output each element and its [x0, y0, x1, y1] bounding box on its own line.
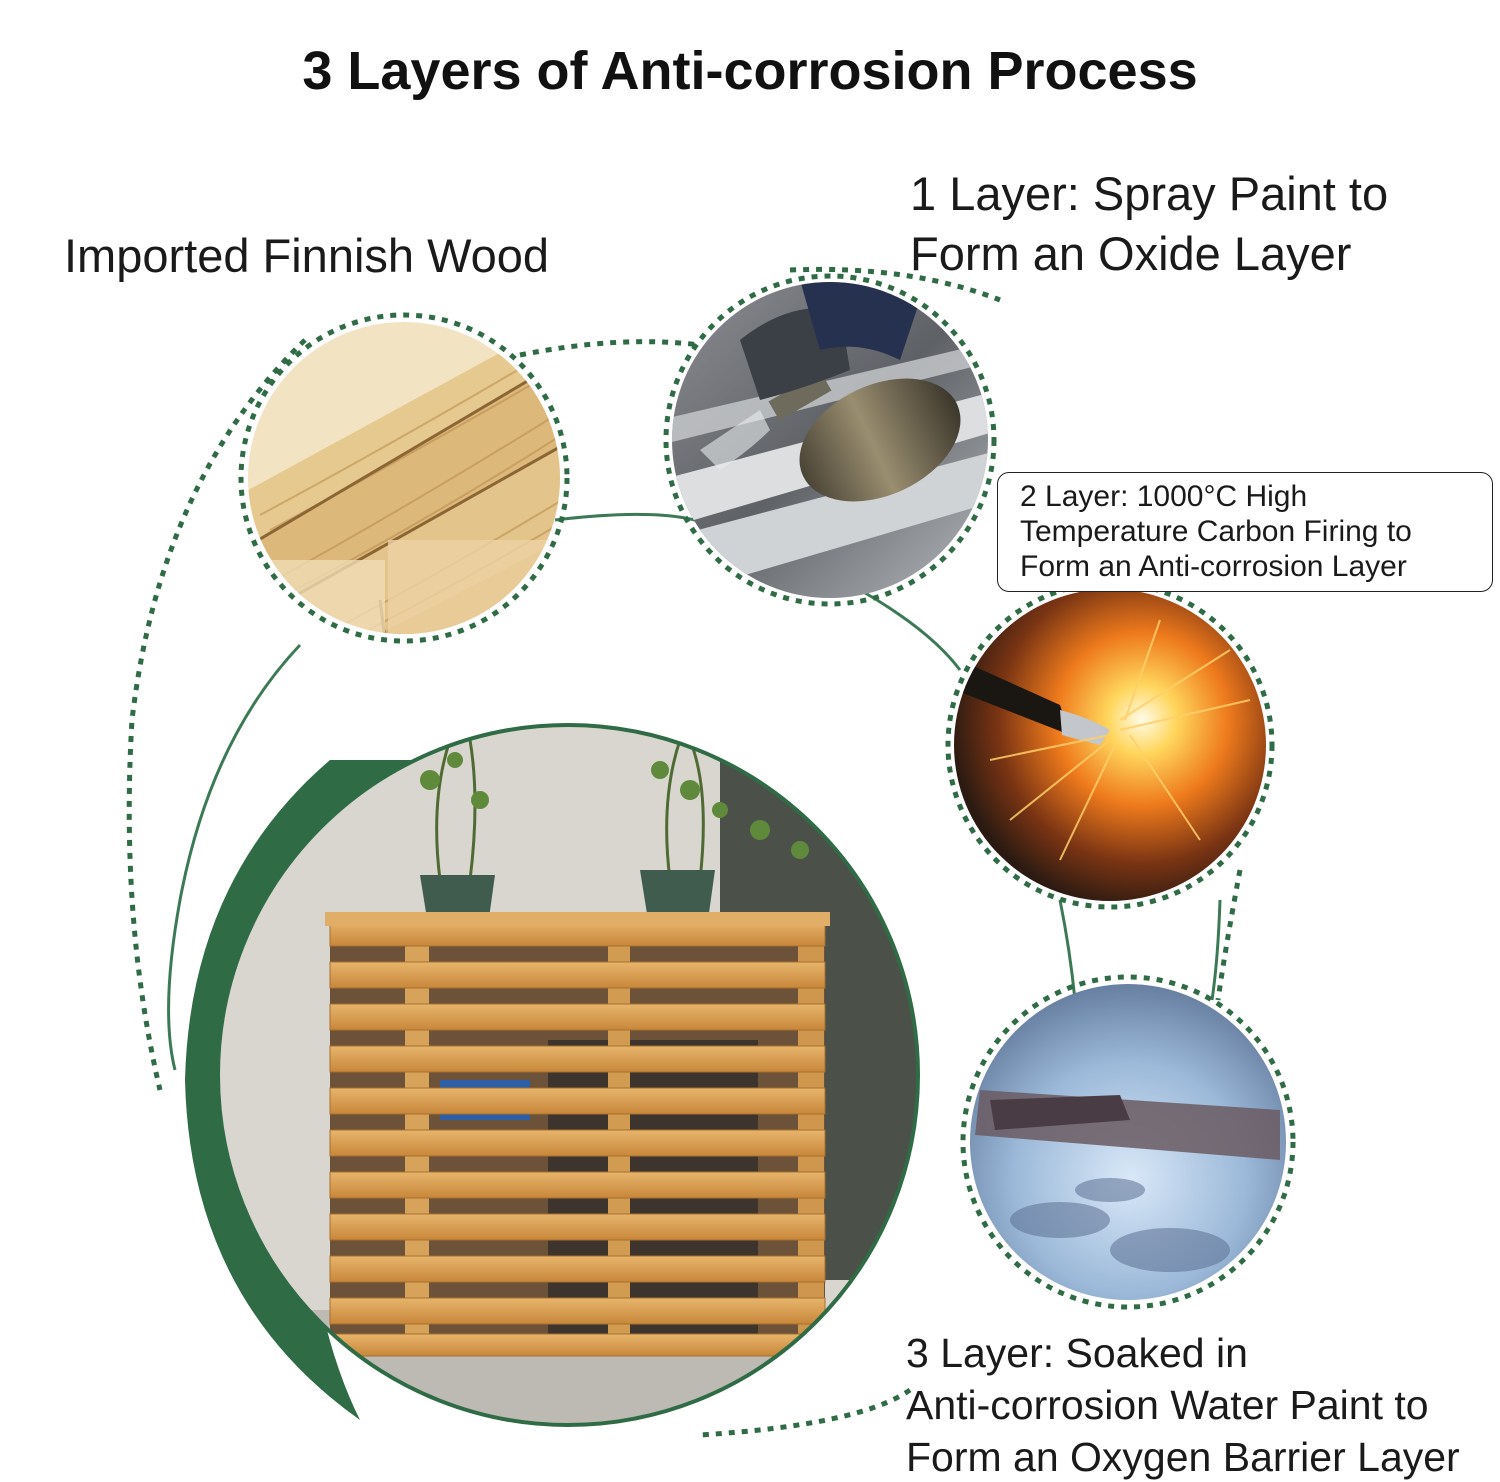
- wood-photo: [238, 312, 570, 644]
- layer3-label-line1: 3 Layer: Soaked in: [906, 1330, 1248, 1376]
- layer2-label-line1: 2 Layer: 1000°C High: [1020, 480, 1308, 513]
- water-photo: [960, 974, 1296, 1310]
- fire-photo: [945, 580, 1275, 910]
- layer2-callout-box: [997, 472, 1493, 592]
- layer2-label-line2: Temperature Carbon Firing to: [1020, 515, 1412, 548]
- layer1-label-line2: Form an Oxide Layer: [910, 227, 1352, 280]
- wood-label: Imported Finnish Wood: [64, 229, 550, 282]
- spray-photo: [663, 273, 997, 607]
- product-photo: [185, 723, 920, 1427]
- layer1-label-line1: 1 Layer: Spray Paint to: [910, 167, 1389, 220]
- layer3-label-line3: Form an Oxygen Barrier Layer: [906, 1434, 1460, 1480]
- layer3-label-line2: Anti-corrosion Water Paint to: [906, 1382, 1429, 1428]
- outer-dashed-arc: [126, 266, 1243, 1438]
- page-title: 3 Layers of Anti-corrosion Process: [302, 41, 1198, 101]
- layer2-label-line3: Form an Anti-corrosion Layer: [1020, 550, 1407, 583]
